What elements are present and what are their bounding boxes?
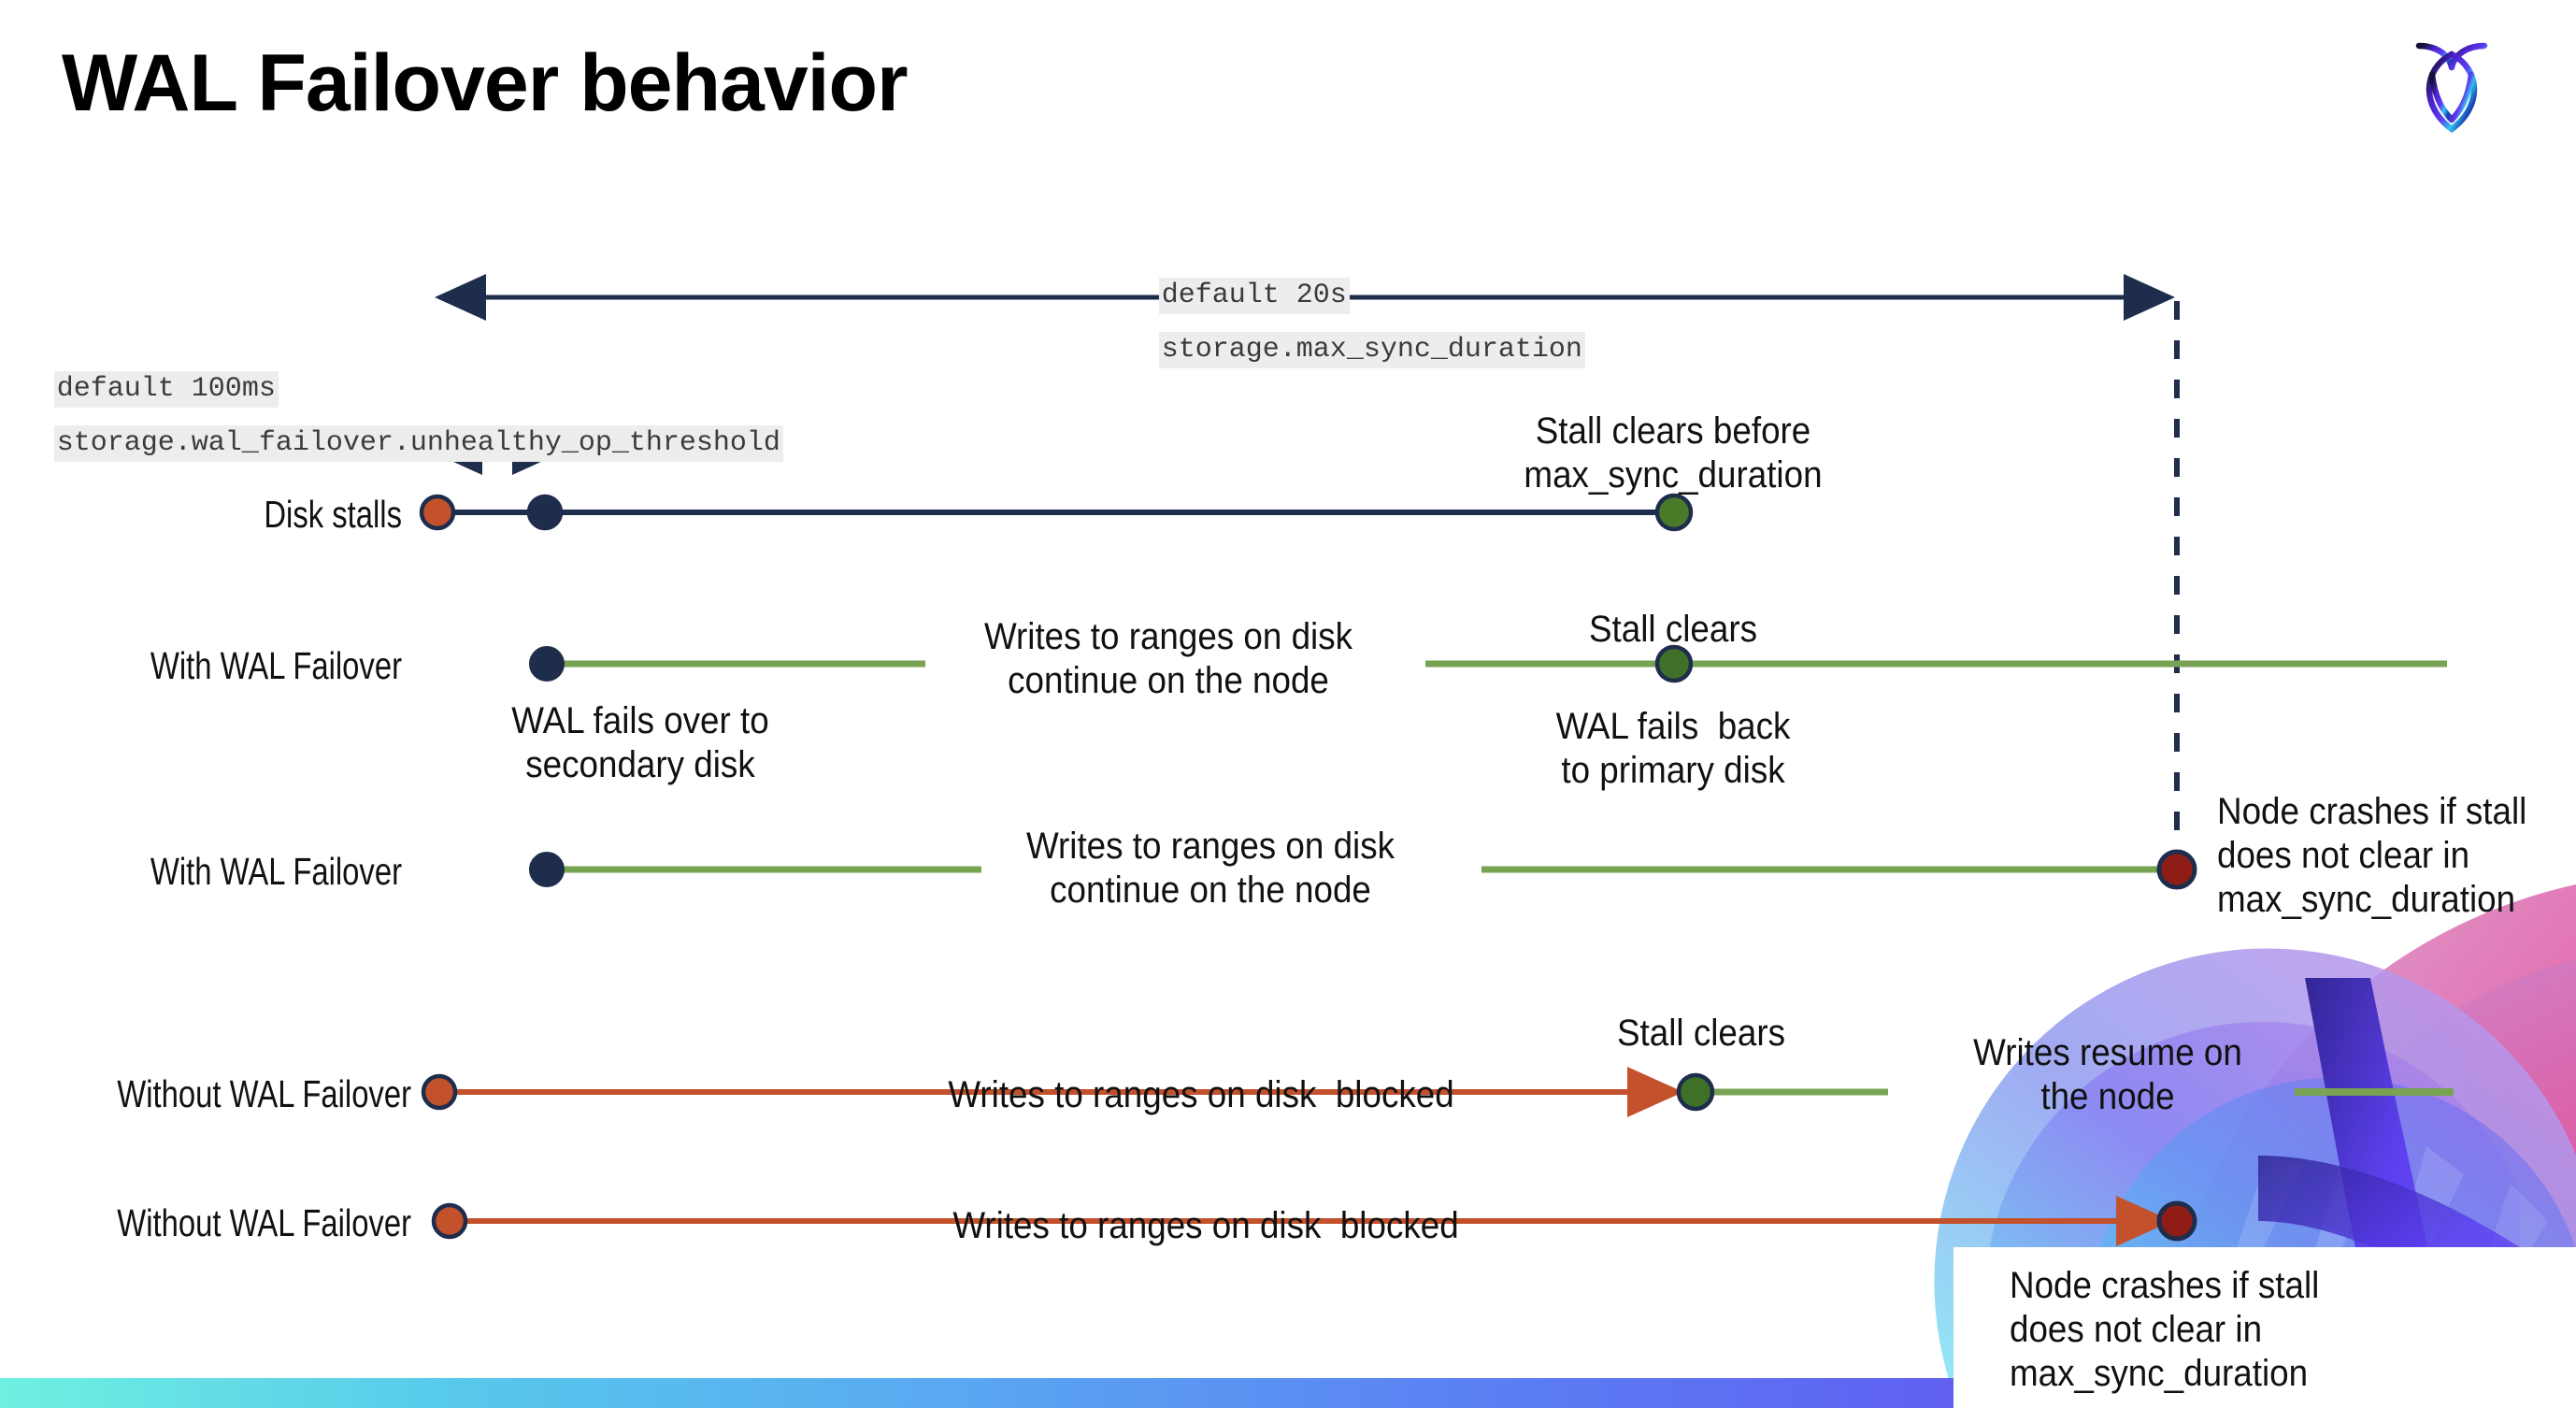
row-label-with-wal-failover-2: With WAL Failover bbox=[150, 850, 403, 893]
unhealthy-op-threshold-setting-group: default 100ms storage.wal_failover.unhea… bbox=[37, 353, 783, 480]
cockroachdb-logo-icon bbox=[2415, 42, 2488, 134]
unhealthy-op-setting-name: storage.wal_failover.unhealthy_op_thresh… bbox=[53, 424, 783, 463]
disk-stall-start-marker bbox=[419, 494, 456, 531]
row5-start-marker bbox=[431, 1202, 468, 1240]
annotation-wal-fails-back: WAL fails back to primary disk bbox=[1555, 706, 1791, 792]
annotation-writes-resume: Writes resume on the node bbox=[1973, 1032, 2242, 1118]
disk-stall-clears-marker bbox=[1654, 493, 1694, 532]
row2-failover-marker bbox=[529, 646, 565, 682]
annotation-stall-clears-2: Stall clears bbox=[1589, 609, 1757, 650]
row4-start-marker bbox=[421, 1073, 458, 1111]
annotation-stall-clears-3: Stall clears bbox=[1617, 1013, 1785, 1054]
row2-stall-clears-marker bbox=[1654, 644, 1694, 683]
max-sync-default-label: default 20s bbox=[1158, 277, 1350, 315]
row-label-without-wal-failover-2: Without WAL Failover bbox=[117, 1201, 412, 1244]
row3-node-crash-marker bbox=[2156, 849, 2197, 890]
row-label-disk-stalls: Disk stalls bbox=[264, 493, 402, 536]
annotation-node-crashes-1: Node crashes if stall does not clear in … bbox=[2217, 791, 2527, 921]
annotation-writes-continue-2: Writes to ranges on disk continue on the… bbox=[1025, 826, 1395, 912]
row-label-with-wal-failover-1: With WAL Failover bbox=[150, 644, 403, 687]
row-label-without-wal-failover-1: Without WAL Failover bbox=[117, 1072, 412, 1115]
annotation-writes-blocked-1: Writes to ranges on disk blocked bbox=[948, 1074, 1454, 1115]
page-title: WAL Failover behavior bbox=[62, 38, 909, 128]
annotation-node-crashes-2: Node crashes if stall does not clear in … bbox=[2010, 1265, 2320, 1395]
annotation-stall-clears-before: Stall clears before max_sync_duration bbox=[1524, 410, 1823, 496]
annotation-wal-fails-over: WAL fails over to secondary disk bbox=[511, 700, 769, 786]
disk-stall-failover-marker bbox=[526, 494, 564, 531]
row4-stall-clears-marker bbox=[1676, 1072, 1715, 1112]
annotation-writes-continue-1: Writes to ranges on disk continue on the… bbox=[983, 616, 1353, 702]
max-sync-duration-setting-group: default 20s storage.max_sync_duration bbox=[1142, 260, 1585, 386]
max-sync-setting-name: storage.max_sync_duration bbox=[1158, 331, 1585, 369]
row3-failover-marker bbox=[529, 852, 565, 887]
row5-node-crash-marker bbox=[2156, 1200, 2197, 1242]
annotation-writes-blocked-2: Writes to ranges on disk blocked bbox=[952, 1205, 1459, 1246]
node-crash-note-backdrop bbox=[1953, 1247, 2576, 1408]
unhealthy-op-default-label: default 100ms bbox=[53, 370, 279, 409]
